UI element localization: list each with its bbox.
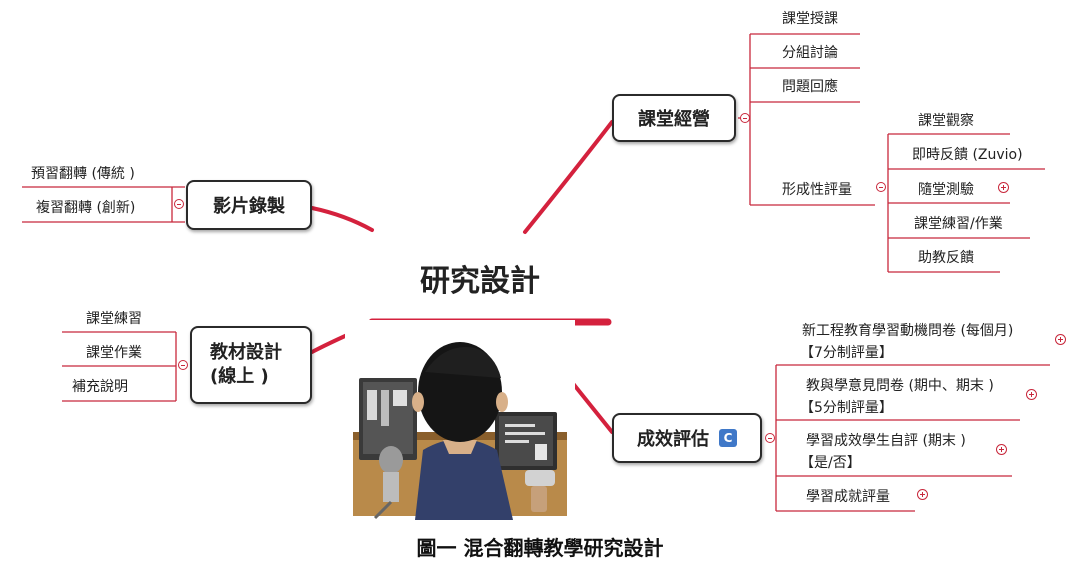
material-child-2: 課堂作業 [86, 345, 142, 361]
collapse-icon[interactable] [178, 360, 188, 370]
branch-material-design[interactable]: 教材設計 (線上 ) [190, 326, 312, 404]
collapse-icon[interactable] [876, 182, 886, 192]
note-badge-icon[interactable]: C [719, 429, 737, 447]
material-child-3: 補充說明 [72, 379, 128, 395]
formative-child-4: 課堂練習/作業 [914, 216, 1003, 232]
classroom-child-2: 分組討論 [782, 45, 838, 61]
outcome-child-3-line2: 【是/否】 [800, 455, 861, 471]
expand-icon[interactable] [917, 489, 928, 500]
video-child-2: 複習翻轉 (創新) [36, 200, 136, 216]
formative-child-5: 助教反饋 [918, 250, 974, 266]
formative-child-1: 課堂觀察 [918, 113, 974, 129]
branch-outcome-evaluation-label: 成效評估 [637, 429, 709, 450]
expand-icon[interactable] [1026, 389, 1037, 400]
material-child-1: 課堂練習 [86, 311, 142, 327]
outcome-child-2-line1: 教與學意見問卷 (期中、期末 ) [806, 378, 994, 394]
formative-assessment: 形成性評量 [782, 182, 852, 198]
expand-icon[interactable] [1055, 334, 1066, 345]
branch-classroom-management[interactable]: 課堂經營 [612, 94, 736, 142]
collapse-icon[interactable] [174, 199, 184, 209]
branch-material-design-label-line2: (線上 ) [210, 366, 269, 387]
expand-icon[interactable] [998, 182, 1009, 193]
classroom-child-1: 課堂授課 [782, 11, 838, 27]
outcome-child-2-line2: 【5分制評量】 [800, 400, 893, 416]
branch-video-recording-label: 影片錄製 [213, 196, 285, 217]
collapse-icon[interactable] [740, 113, 750, 123]
expand-icon[interactable] [996, 444, 1007, 455]
outcome-child-1-line1: 新工程教育學習動機問卷 (每個月) [802, 323, 1014, 339]
person-at-computer-illustration [345, 320, 575, 520]
classroom-child-3: 問題回應 [782, 79, 838, 95]
branch-classroom-management-label: 課堂經營 [638, 109, 710, 130]
collapse-icon[interactable] [765, 433, 775, 443]
outcome-child-1-line2: 【7分制評量】 [800, 345, 893, 361]
formative-child-2: 即時反饋 (Zuvio) [912, 147, 1023, 163]
branch-outcome-evaluation[interactable]: 成效評估 C [612, 413, 762, 463]
outcome-child-3-line1: 學習成效學生自評 (期末 ) [806, 433, 966, 449]
video-child-1: 預習翻轉 (傳統 ) [31, 166, 135, 182]
branch-material-design-label-line1: 教材設計 [210, 342, 282, 363]
branch-video-recording[interactable]: 影片錄製 [186, 180, 312, 230]
center-topic: 研究設計 [420, 264, 540, 299]
formative-child-3: 隨堂測驗 [918, 182, 974, 198]
outcome-child-4: 學習成就評量 [806, 489, 890, 505]
figure-caption: 圖一 混合翻轉教學研究設計 [416, 536, 664, 560]
